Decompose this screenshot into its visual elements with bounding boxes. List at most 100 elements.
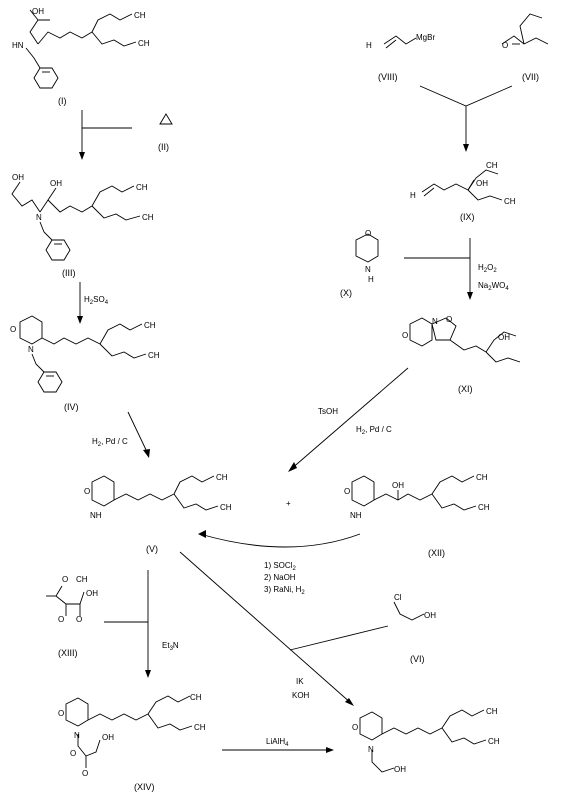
atom-ch3-III-b: CH: [142, 213, 154, 222]
atom-n-XI: N: [432, 317, 438, 326]
atom-o-VII: O: [502, 41, 508, 50]
structure-product: [359, 709, 487, 773]
reagent-na2wo4: Na2WO4: [478, 281, 509, 292]
atom-ch3-IV-b: CH: [148, 351, 160, 360]
atom-ch3-III-a: CH: [136, 183, 148, 192]
atom-o-XI-a: O: [402, 331, 408, 340]
atom-ch3-XIII: CH: [76, 575, 88, 584]
atom-n-III: N: [36, 213, 42, 222]
atom-ch3-I-b: CH: [138, 39, 150, 48]
label-III: (III): [62, 268, 76, 278]
arrow-IV-to-V: [127, 411, 149, 455]
converge-lines: [419, 85, 513, 107]
atom-ch3-XII-a: CH: [476, 473, 488, 482]
label-X: (X): [340, 288, 352, 298]
label-I: (I): [58, 96, 67, 106]
atom-oh-XII: OH: [392, 481, 404, 490]
atom-nh-XII: NH: [350, 511, 362, 520]
label-VIII: (VIII): [378, 72, 398, 82]
reagent-labels: H2SO4 H2, Pd / C H2O2 Na2WO4 TsOH H2, Pd…: [84, 263, 509, 748]
atom-ch3-V-a: CH: [216, 473, 228, 482]
reagent-et3n: Et3N: [162, 641, 179, 652]
label-XIV: (XIV): [134, 782, 155, 792]
reagent-h2o2: H2O2: [478, 263, 497, 274]
reagent-line-VI: [289, 625, 389, 651]
atom-o-XIV-a: O: [58, 709, 64, 718]
label-II: (II): [158, 142, 169, 152]
atom-h2c-IX: H: [410, 191, 416, 200]
atom-o-XIII-b: O: [58, 615, 64, 624]
atom-ch3-IV-a: CH: [144, 321, 156, 330]
label-VII: (VII): [522, 72, 539, 82]
reagent-step3: 3) RaNi, H2: [264, 585, 305, 596]
atom-oh-XIII: OH: [86, 589, 98, 598]
atom-oh-XI: OH: [498, 333, 510, 342]
structure-VIII: [383, 35, 417, 49]
reagent-tsoh: TsOH: [318, 407, 338, 416]
atom-ch3-IX-a: CH: [486, 161, 498, 170]
reagent-lialh4: LiAlH4: [266, 737, 289, 748]
structure-X: [355, 233, 379, 263]
atom-ch3-IX-b: CH: [504, 197, 516, 206]
structure-XIV: [65, 695, 193, 768]
atom-o-XIV-c: O: [82, 769, 88, 778]
atom-ch3-product-a: CH: [486, 707, 498, 716]
atom-oh-VI: OH: [424, 611, 436, 620]
atom-ch3-XIV-b: CH: [194, 723, 206, 732]
structure-VI: [393, 601, 425, 621]
atom-oh-I: OH: [32, 7, 44, 16]
atom-n-XIV: N: [74, 731, 80, 740]
atom-ch3-product-b: CH: [488, 737, 500, 746]
atom-o-XIII-a: O: [62, 575, 68, 584]
structure-VII: [501, 13, 549, 45]
reagent-h2so4: H2SO4: [84, 295, 109, 306]
label-XIII: (XIII): [58, 648, 78, 658]
label-XII: (XII): [428, 548, 445, 558]
atom-n-IV: N: [28, 345, 34, 354]
atom-oh-XIV: OH: [102, 733, 114, 742]
atom-o-XII: O: [344, 487, 350, 496]
atom-nh-V: NH: [90, 511, 102, 520]
atom-h2c-VIII: H: [366, 41, 372, 50]
structure-XIII: [46, 585, 85, 616]
compound-labels: (I) (II) (III) (IV) (V) (VIII) (VII) (IX…: [58, 72, 539, 792]
label-IX: (IX): [460, 212, 475, 222]
arrow-XII-to-V: [199, 533, 361, 548]
atom-ch3-I-a: CH: [134, 11, 146, 20]
atom-o-XIII-c: O: [76, 615, 82, 624]
atom-cl-VI: Cl: [394, 593, 402, 602]
reagent-h2-pdc-a: H2, Pd / C: [92, 437, 128, 448]
label-IV: (IV): [64, 402, 79, 412]
atom-o-XIV-b: O: [70, 749, 76, 758]
structure-IX: [421, 169, 503, 201]
label-XI: (XI): [458, 384, 473, 394]
reagent-step1: 1) SOCl2: [264, 561, 296, 572]
atom-oh-III-a: OH: [12, 173, 24, 182]
atom-labels: OH HN CH CH OH OH N CH CH O N CH CH O NH…: [10, 7, 516, 778]
atom-ch3-XII-b: CH: [478, 503, 490, 512]
reagent-koh: KOH: [292, 691, 310, 700]
arrow-XI-to-V: [289, 367, 409, 471]
atom-oh-product: OH: [394, 765, 406, 774]
atom-h-X: H: [368, 275, 374, 284]
atom-o-V: O: [84, 487, 90, 496]
arrow-V-to-product: [179, 551, 353, 705]
structure-IV: [19, 315, 147, 393]
structure-III: [11, 181, 141, 261]
reagent-step2: 2) NaOH: [264, 573, 296, 582]
reagent-h2-pdc-b: H2, Pd / C: [356, 425, 392, 436]
label-VI: (VI): [410, 654, 425, 664]
structure-XI: [409, 317, 521, 363]
atom-n-product: N: [368, 745, 374, 754]
plus-sign: +: [286, 499, 291, 508]
atom-hn-I: HN: [12, 41, 24, 50]
structure-V: [91, 475, 219, 511]
structure-XII: [351, 475, 477, 511]
atom-oh-III-b: OH: [50, 179, 62, 188]
atom-ch3-XIV-a: CH: [190, 693, 202, 702]
atom-o-X: O: [365, 229, 371, 238]
reagent-ik: IK: [296, 677, 304, 686]
atom-mgbr-VIII: MgBr: [416, 33, 435, 42]
atom-o-IV: O: [10, 325, 16, 334]
